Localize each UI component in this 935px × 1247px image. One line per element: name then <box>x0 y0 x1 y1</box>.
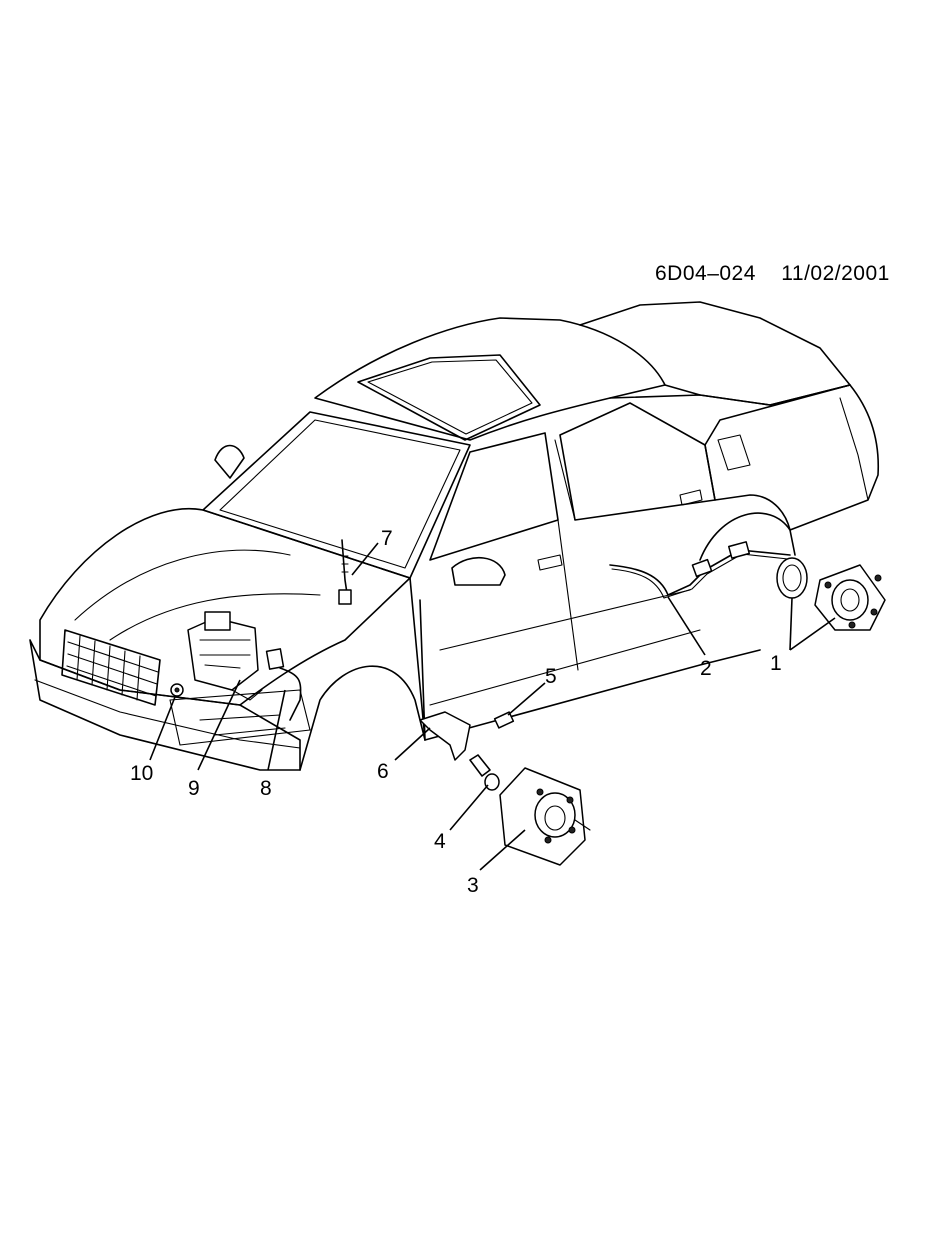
callout-6: 6 <box>377 760 389 783</box>
front-sensor-lead <box>338 539 352 605</box>
front-wheel-hub-bearing <box>499 767 591 866</box>
callout-leaders <box>149 542 836 871</box>
reference-code: 6D04–024 <box>655 262 756 285</box>
callout-3: 3 <box>467 874 479 897</box>
callout-4: 4 <box>434 830 446 853</box>
grille <box>61 629 161 706</box>
callout-9: 9 <box>188 777 200 800</box>
mounting-bolt <box>170 683 184 697</box>
rear-wheel-hub-bearing <box>814 564 886 631</box>
callout-8: 8 <box>260 777 272 800</box>
rear-sensor-wiring-harness <box>609 541 791 599</box>
sensor-connector <box>493 711 515 729</box>
diagram-reference-code: 6D04–024 11/02/2001 <box>655 262 890 286</box>
callout-2: 2 <box>700 657 712 680</box>
front-wheel-speed-sensor <box>469 754 500 791</box>
abs-modulator-module <box>187 611 263 701</box>
rear-bearing-ring <box>776 557 808 599</box>
sensor-bracket <box>419 711 471 761</box>
callout-numbers: 1 2 3 4 5 6 7 8 9 10 <box>130 527 782 897</box>
front-sensor-harness <box>265 648 302 721</box>
callout-5: 5 <box>545 665 557 688</box>
callout-7: 7 <box>381 527 393 550</box>
callout-1: 1 <box>770 652 782 675</box>
reference-date: 11/02/2001 <box>781 262 890 285</box>
callout-10: 10 <box>130 762 153 785</box>
vehicle-body-illustration <box>29 301 880 771</box>
